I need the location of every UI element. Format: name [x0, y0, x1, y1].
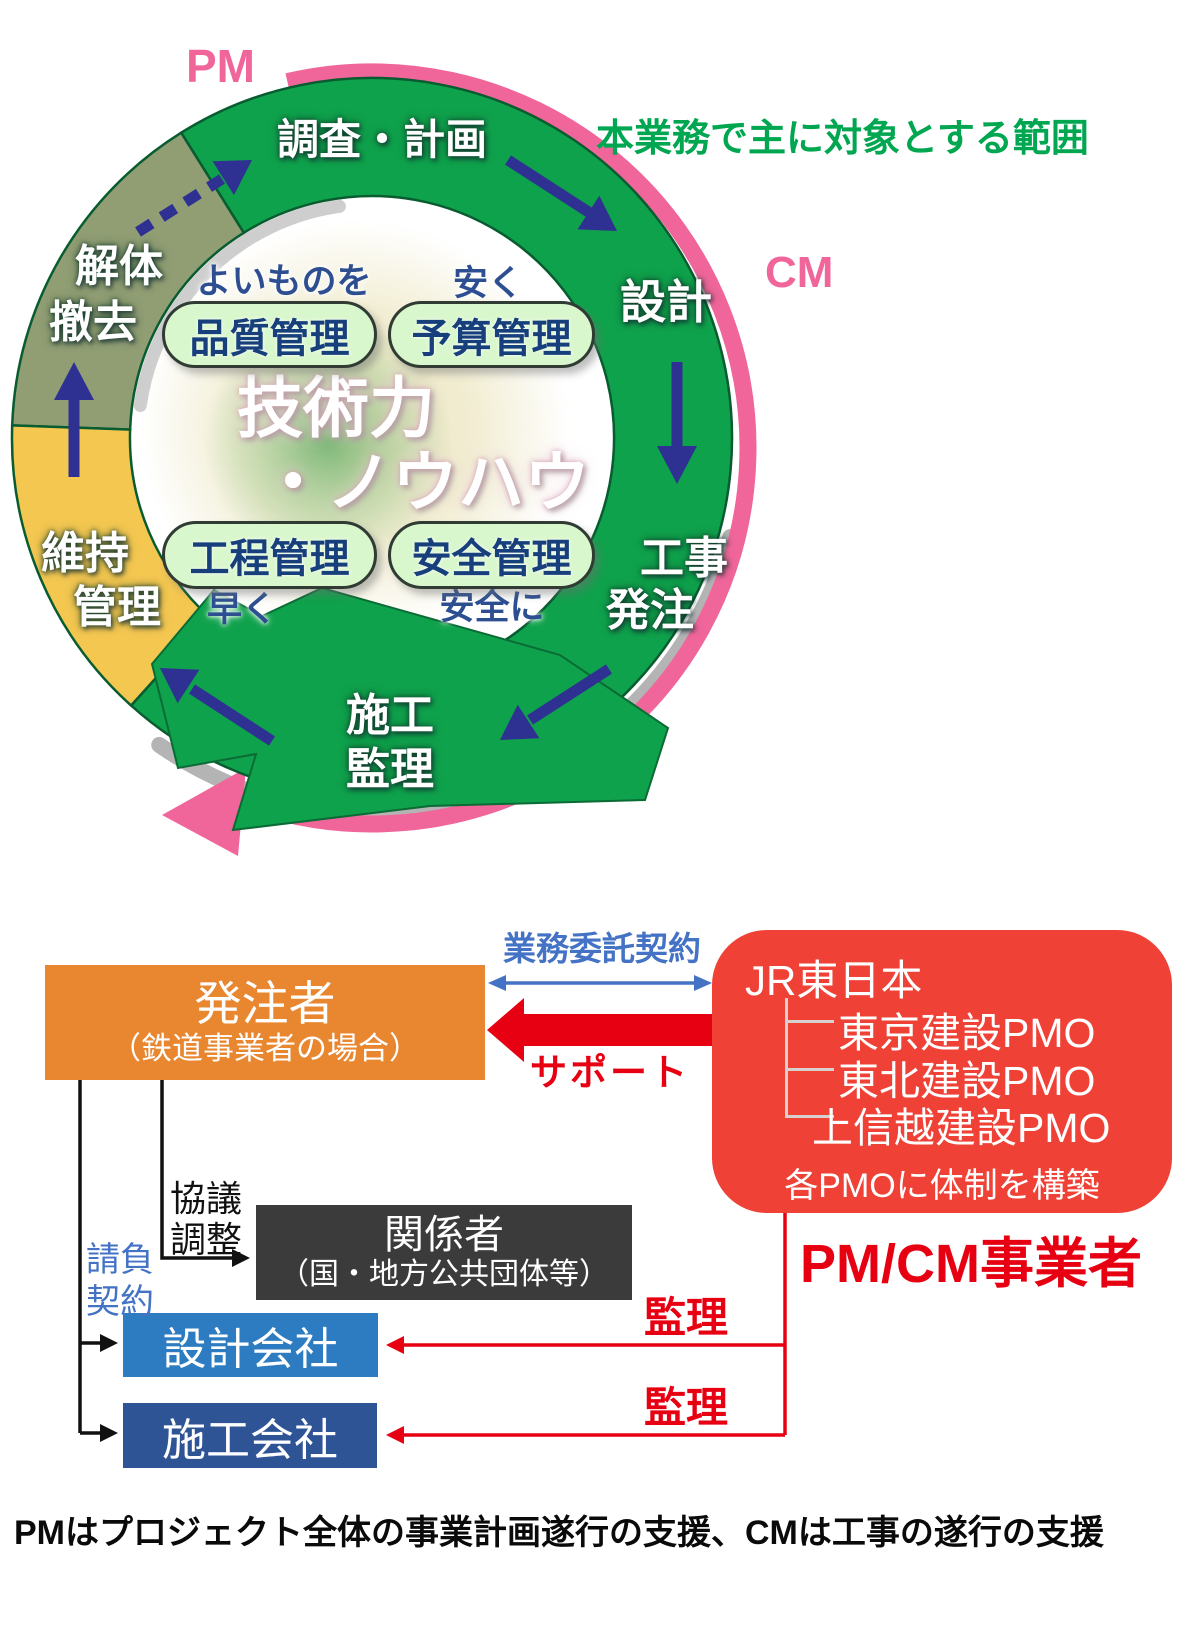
pill-quality-management: 品質管理 — [162, 301, 377, 368]
stage-supervise-line2: 監理 — [346, 745, 434, 794]
design-company-label: 設計会社 — [162, 1325, 339, 1374]
pmo-tree-vertical-line — [785, 998, 788, 1117]
cycle-arrows — [54, 155, 697, 832]
design-company-box: 設計会社 — [123, 1313, 378, 1377]
stage-demolish-line1: 解体 — [75, 242, 163, 291]
tagline-budget: 安く — [452, 264, 524, 303]
stage-order-line2: 発注 — [606, 586, 694, 635]
construct-company-box: 施工会社 — [123, 1403, 377, 1468]
tagline-safety: 安全に — [439, 588, 545, 627]
design-co-arrowhead-icon — [100, 1334, 118, 1352]
supervise-label-1: 監理 — [643, 1294, 729, 1341]
stage-survey: 調査・計画 — [276, 116, 488, 163]
supervise2-arrowhead-icon — [386, 1426, 404, 1444]
arrow-survey-to-design — [505, 155, 593, 218]
arrow-supervise-to-maintain — [189, 684, 275, 746]
pmo-item-joshinetsu: 上信越建設PMO — [812, 1105, 1111, 1151]
arrowhead-demolish-icon — [54, 362, 94, 400]
support-arrow-icon — [487, 998, 712, 1062]
footer-note: PMはプロジェクト全体の事業計画遂行の支援、CMは工事の遂行の支援 — [14, 1514, 1104, 1552]
pill-safety-management: 安全管理 — [388, 521, 595, 589]
contract-label-line2: 契約 — [86, 1283, 154, 1321]
consult-label-line1: 協議 — [170, 1178, 243, 1219]
outsourcing-right-arrowhead-icon — [694, 975, 712, 991]
client-subtitle: （鉄道事業者の場合） — [110, 1030, 420, 1066]
supervise1-arrowhead-icon — [386, 1336, 404, 1354]
stage-maintain-line2: 管理 — [73, 583, 161, 632]
scope-note: 本業務で主に対象とする範囲 — [596, 118, 1089, 160]
stakeholders-subtitle: （国・地方公共団体等） — [279, 1257, 609, 1291]
consult-label-line2: 調整 — [170, 1219, 243, 1260]
construct-company-label: 施工会社 — [162, 1415, 338, 1465]
client-title: 発注者 — [194, 977, 336, 1031]
pmo-note: 各PMOに体制を構築 — [784, 1167, 1100, 1205]
tagline-schedule: 早く — [206, 590, 278, 629]
arrowhead-order-icon — [657, 446, 697, 484]
arrowhead-supervise-icon — [500, 704, 540, 740]
tagline-quality: よいものを — [196, 262, 372, 301]
client-connector-line2 — [160, 1080, 236, 1260]
pmo-item-tokyo: 東京建設PMO — [838, 1010, 1096, 1056]
core-capability-line2: ・ノウハウ — [260, 445, 590, 519]
stakeholders-title: 関係者 — [384, 1212, 504, 1257]
pm-label: PM — [186, 40, 255, 92]
cm-label: CM — [765, 248, 834, 297]
inner-shadow-arc — [133, 199, 346, 412]
arrowhead-design-icon — [577, 195, 617, 231]
arrowhead-survey-icon — [212, 160, 252, 196]
stage-demolish-line2: 撤去 — [49, 298, 137, 347]
arrow-order-to-supervise — [527, 664, 612, 725]
pm-scope-arrowhead-icon — [162, 768, 246, 856]
pm-scope-arc — [240, 63, 757, 833]
pill-budget-management: 予算管理 — [388, 301, 595, 368]
center-green-glow — [203, 317, 453, 567]
pmo-tree-branch-1 — [785, 1020, 834, 1023]
construct-co-arrowhead-icon — [100, 1424, 118, 1442]
jr-east-title: JR東日本 — [745, 957, 923, 1004]
pmo-tree-branch-3 — [785, 1115, 834, 1118]
stage-design: 設計 — [620, 276, 712, 328]
feedback-big-arrow-icon — [150, 586, 670, 832]
stakeholders-box: 関係者 （国・地方公共団体等） — [256, 1205, 632, 1300]
core-capability-line1: 技術力 — [237, 371, 435, 445]
supervise-label-2: 監理 — [643, 1384, 729, 1431]
contract-label-line1: 請負 — [86, 1241, 154, 1279]
stage-maintain-line1: 維持 — [41, 529, 129, 578]
pmo-tree-branch-2 — [785, 1068, 834, 1071]
stage-supervise-line1: 施工 — [346, 691, 434, 740]
pmcm-operator-label: PM/CM事業者 — [800, 1234, 1142, 1294]
org-connectors — [78, 975, 787, 1444]
pmo-item-tohoku: 東北建設PMO — [838, 1058, 1096, 1104]
arrowhead-maintain-icon — [160, 668, 200, 704]
client-box: 発注者 （鉄道事業者の場合） — [45, 965, 485, 1080]
ring-segment-demolish — [10, 130, 246, 431]
outsourcing-left-arrowhead-icon — [488, 975, 506, 991]
stakeholders-arrowhead-icon — [232, 1249, 250, 1267]
stage-order-line1: 工事 — [640, 534, 728, 583]
outsourcing-contract-label: 業務委託契約 — [503, 930, 701, 967]
jr-east-box: JR東日本 東京建設PMO 東北建設PMO 上信越建設PMO 各PMOに体制を構… — [712, 930, 1172, 1213]
pill-schedule-management: 工程管理 — [162, 521, 377, 589]
support-label: サポート — [530, 1052, 690, 1093]
